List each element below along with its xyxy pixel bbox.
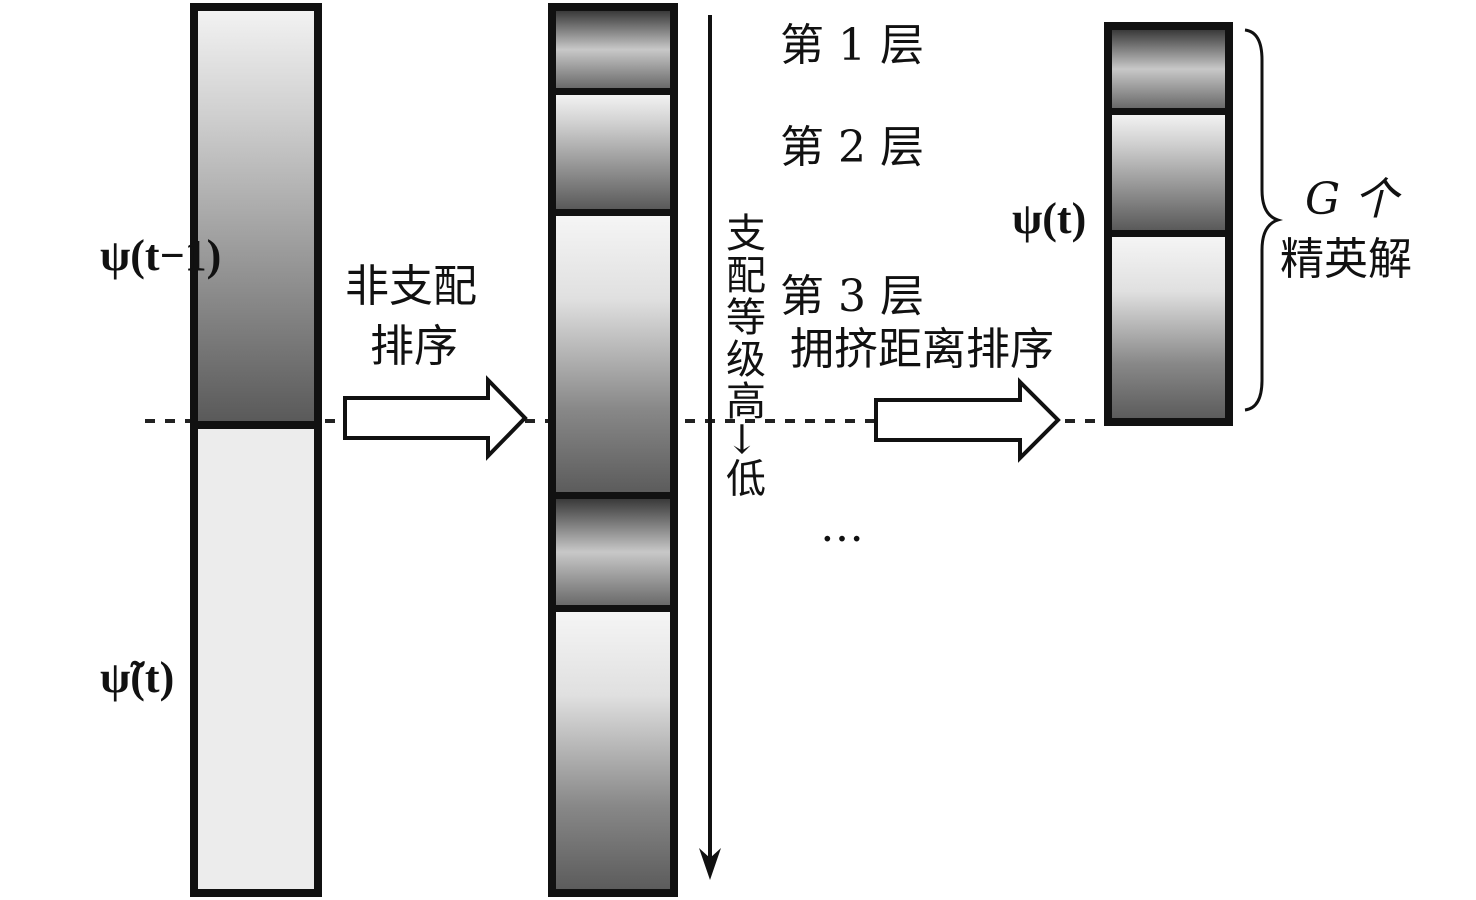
offspring-population-block [198, 429, 314, 889]
label-elite-solutions: 精英解 [1280, 234, 1412, 285]
front-4-block [556, 499, 670, 605]
label-nondominated-sort-2: 排序 [370, 321, 458, 372]
elite-block-1 [1112, 30, 1225, 108]
elite-population-bar [1104, 22, 1233, 426]
brace [1244, 28, 1284, 412]
elite-block-2 [1112, 115, 1225, 230]
label-layer-3: 第 3 层 [780, 271, 924, 322]
label-ellipsis: … [820, 501, 864, 552]
front-2-block [556, 95, 670, 209]
front-3-block [556, 216, 670, 492]
label-layer-2: 第 2 层 [780, 122, 924, 173]
rank-direction-arrow [699, 15, 721, 880]
sorted-fronts-bar [548, 3, 678, 897]
label-rank-axis: 支配等级高→低 [719, 212, 765, 500]
front-5-block [556, 612, 670, 889]
label-crowding-sort: 拥挤距离排序 [790, 324, 1054, 375]
label-nondominated-sort-1: 非支配 [345, 261, 477, 312]
label-psi-prev: ψ(t−1) [100, 231, 222, 280]
front-1-block [556, 11, 670, 88]
label-elite-count: G 个 [1305, 174, 1399, 225]
elite-block-3 [1112, 237, 1225, 418]
parent-population-block [198, 11, 314, 421]
crowding-sort-arrow [874, 377, 1061, 463]
label-layer-1: 第 1 层 [780, 20, 924, 71]
label-psi-tilde: ψ̃(t) [100, 653, 175, 702]
population-bar-combined [190, 3, 322, 897]
label-psi-t: ψ(t) [1012, 194, 1087, 243]
nondominated-sort-arrow [343, 375, 528, 461]
